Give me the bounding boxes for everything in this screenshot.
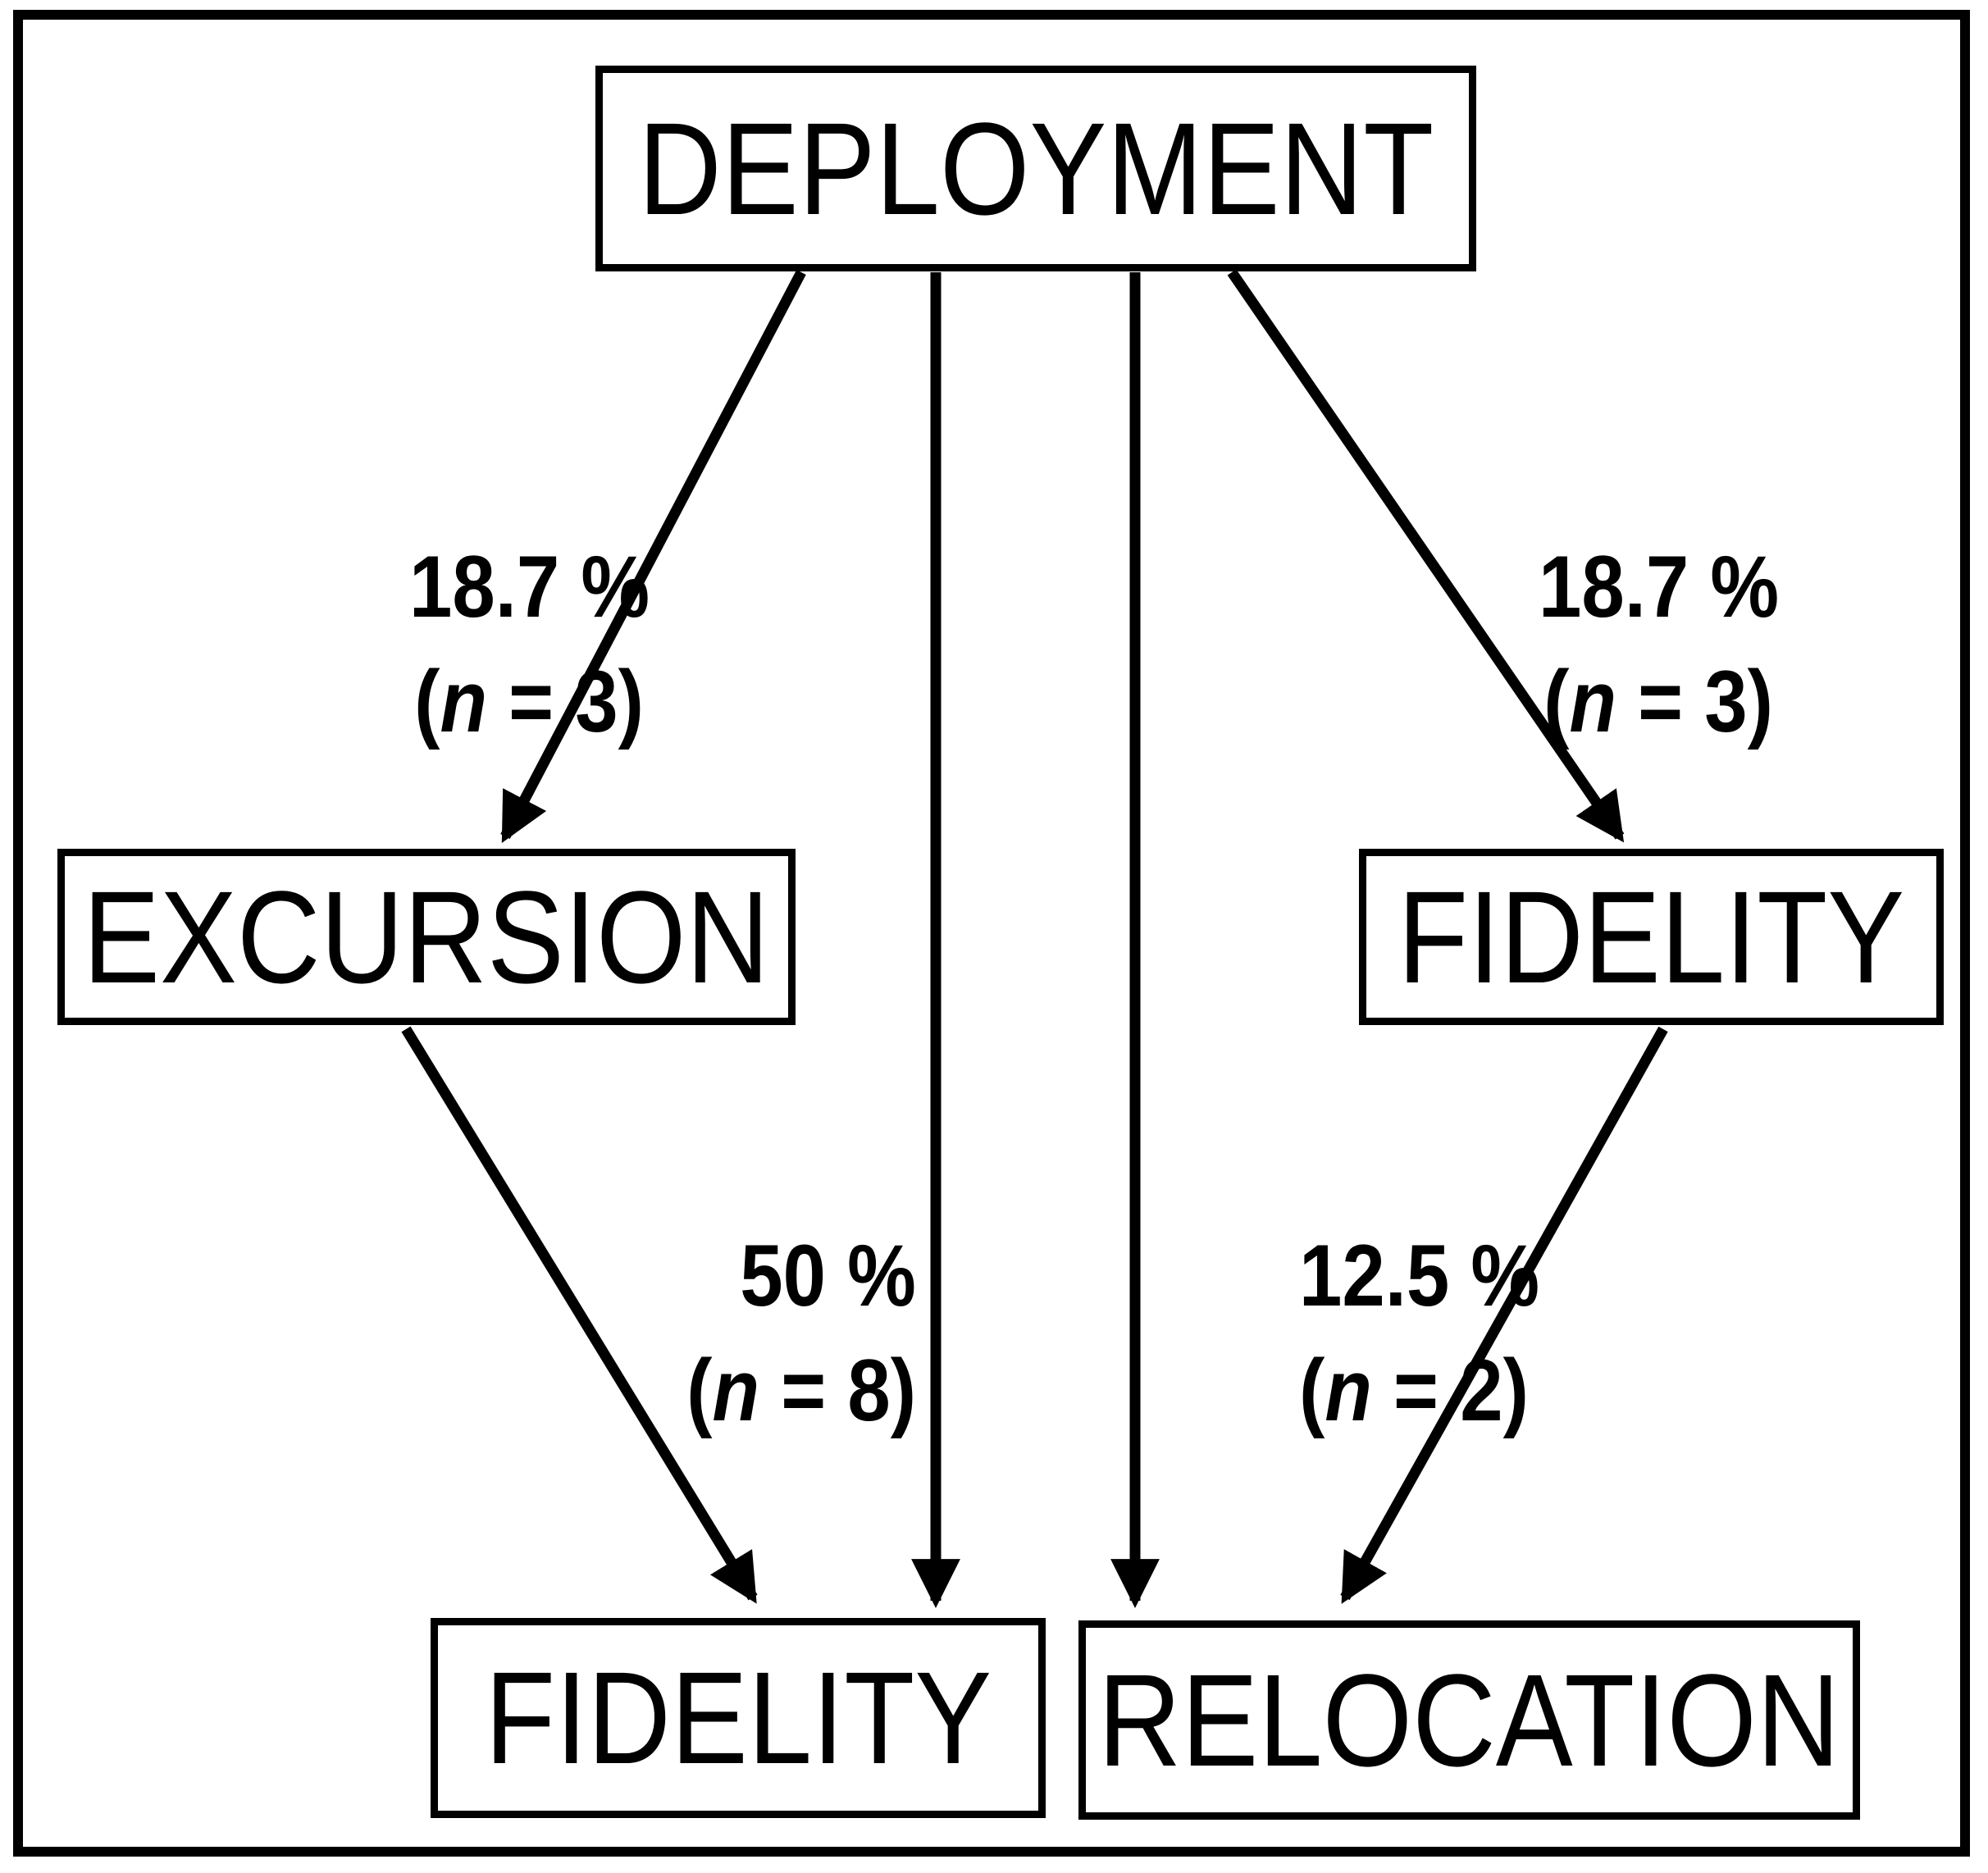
edge-label-deployment-to-fidelity: 50 % (n = 8)	[506, 1103, 916, 1439]
edge-label-deployment-to-fidelity-right: 18.7 % (n = 3)	[1339, 414, 1831, 750]
node-deployment-label: DEPLOYMENT	[637, 94, 1434, 242]
figure-border	[13, 10, 1970, 1857]
node-excursion: EXCURSION	[57, 849, 796, 1025]
edge-percent: 18.7 %	[1538, 537, 1779, 636]
node-fidelity-right-label: FIDELITY	[1398, 863, 1905, 1010]
node-fidelity-right: FIDELITY	[1359, 849, 1944, 1025]
edge-count: (n = 2)	[1299, 1341, 1530, 1439]
edge-percent: 50 %	[740, 1226, 916, 1324]
node-excursion-label: EXCURSION	[83, 863, 770, 1010]
node-relocation: RELOCATION	[1078, 1620, 1860, 1820]
arrow-deployment-to-excursion	[500, 269, 806, 843]
edge-count: (n = 3)	[414, 652, 645, 750]
node-relocation-label: RELOCATION	[1098, 1646, 1840, 1793]
node-fidelity-bottom: FIDELITY	[431, 1618, 1046, 1818]
node-deployment: DEPLOYMENT	[595, 66, 1476, 271]
edge-percent: 18.7 %	[408, 537, 650, 636]
edge-label-deployment-to-excursion: 18.7 % (n = 3)	[210, 414, 702, 750]
edge-count: (n = 3)	[1543, 652, 1774, 750]
arrow-excursion-to-fidelity	[401, 1026, 758, 1604]
edge-label-deployment-to-relocation: 12.5 % (n = 2)	[1153, 1103, 1563, 1439]
arrow-fidelity-to-relocation	[1340, 1026, 1668, 1604]
arrow-deployment-to-fidelity-right	[1227, 269, 1625, 843]
edge-percent: 12.5 %	[1299, 1226, 1540, 1324]
node-fidelity-bottom-label: FIDELITY	[484, 1644, 992, 1791]
edge-count: (n = 8)	[686, 1341, 916, 1439]
